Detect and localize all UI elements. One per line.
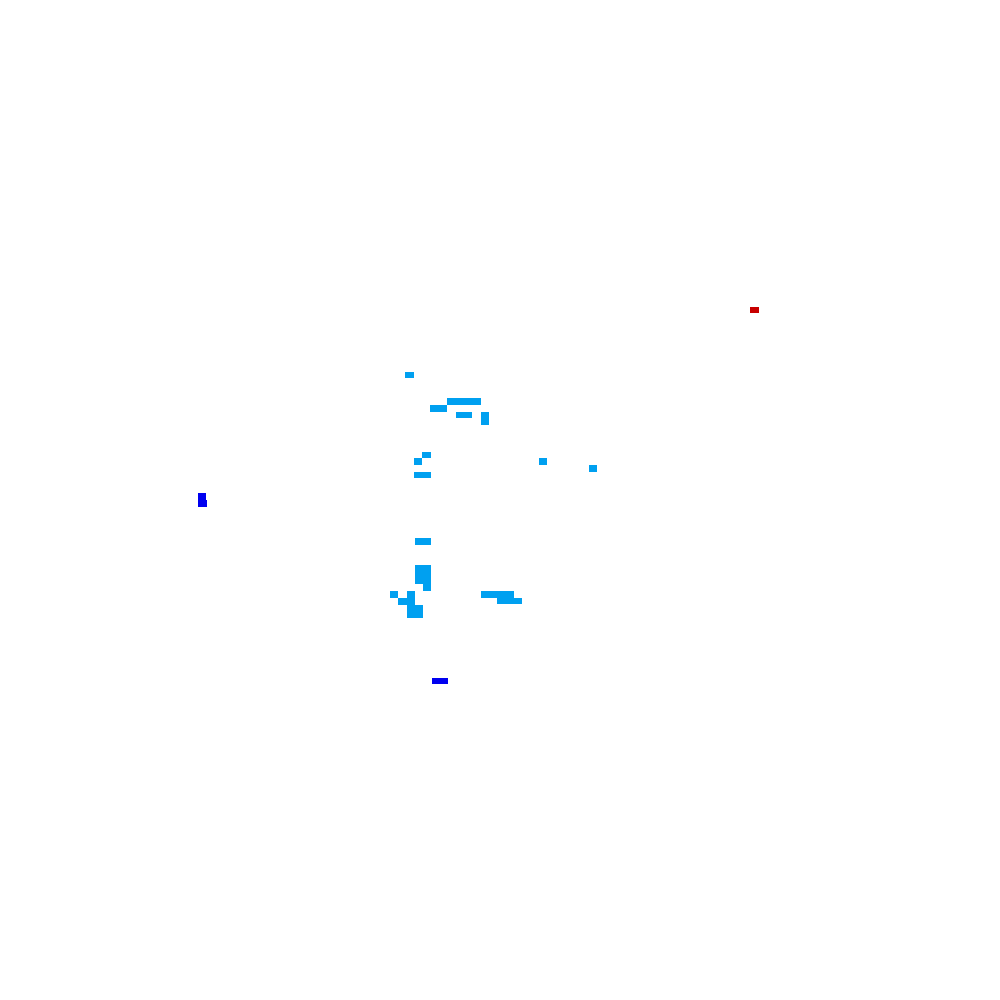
cyan-pixel-mark	[423, 584, 431, 591]
cyan-pixel-mark	[430, 405, 447, 412]
blue-pixel-mark	[198, 500, 207, 507]
cyan-pixel-mark	[415, 565, 431, 584]
cyan-pixel-mark	[414, 458, 422, 465]
cyan-pixel-mark	[481, 412, 489, 425]
cyan-pixel-mark	[415, 538, 431, 545]
cyan-pixel-mark	[405, 372, 414, 378]
blue-pixel-mark	[432, 678, 448, 684]
cyan-pixel-mark	[497, 598, 522, 604]
cyan-pixel-mark	[422, 452, 431, 458]
cyan-pixel-mark	[539, 458, 547, 465]
cyan-pixel-mark	[589, 465, 597, 472]
blue-pixel-mark	[198, 493, 206, 500]
cyan-pixel-mark	[456, 412, 472, 418]
cyan-pixel-mark	[390, 591, 398, 598]
cyan-pixel-mark	[447, 398, 481, 405]
cyan-pixel-mark	[407, 591, 415, 598]
cyan-pixel-mark	[414, 472, 431, 478]
cyan-pixel-mark	[481, 591, 514, 598]
cyan-pixel-mark	[407, 605, 423, 618]
red-pixel-mark	[750, 307, 759, 313]
cyan-pixel-mark	[398, 598, 415, 605]
